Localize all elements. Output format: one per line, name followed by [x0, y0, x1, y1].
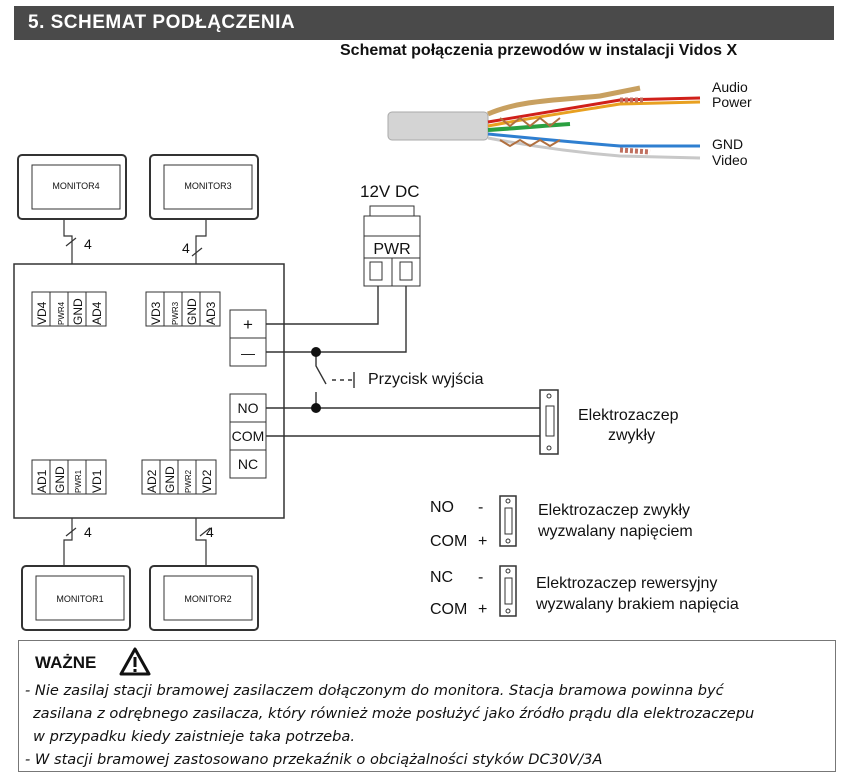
wire-count-monitor-2: 4 [206, 524, 214, 540]
power-supply-connector [363, 205, 421, 287]
lock-reverse-t2: COM [430, 601, 467, 618]
lock-main-icon [539, 389, 559, 455]
terminal-pwr4: PWR4 [57, 301, 66, 325]
monitor-3-label: MONITOR3 [184, 181, 231, 191]
terminal-pwr1: PWR1 [74, 469, 83, 493]
terminal-pwr2: PWR2 [184, 469, 193, 493]
lock-normal-t1: NO [430, 499, 454, 516]
monitor-2: MONITOR2 [149, 565, 259, 631]
terminal-no: NO [238, 400, 259, 416]
lock-reverse-icon [499, 565, 517, 617]
terminal-vd1: VD1 [90, 469, 104, 493]
warning-text: - Nie zasilaj stacji bramowej zasilaczem… [25, 679, 825, 771]
junction-no [311, 403, 321, 413]
section-header: 5. SCHEMAT PODŁĄCZENIA [14, 6, 834, 40]
terminal-minus-box [229, 337, 267, 367]
wiring-diagram: Audio Power GND Video MONITOR4 MONITOR3 … [13, 79, 752, 631]
monitor-4: MONITOR4 [17, 154, 127, 220]
lock-reverse-line2: wyzwalany brakiem napięcia [535, 596, 739, 613]
warning-icon [119, 647, 151, 676]
cable-label-gnd: GND [712, 136, 743, 152]
power-supply-label: PWR [373, 241, 410, 258]
terminal-group-2: AD2 GND PWR2 VD2 [141, 459, 217, 495]
terminal-ad2: AD2 [145, 469, 159, 493]
lock-normal-s2: + [478, 533, 487, 550]
terminal-vd3: VD3 [149, 301, 163, 325]
main-wires [266, 286, 540, 437]
terminal-nc-box [229, 449, 267, 479]
lock-reverse-line1: Elektrozaczep rewersyjny [536, 575, 717, 592]
section-title: 5. SCHEMAT PODŁĄCZENIA [28, 12, 296, 33]
warning-line-2: zasilana z odrębnego zasilacza, który ró… [33, 705, 755, 722]
diagram-title: Schemat połączenia przewodów w instalacj… [340, 42, 738, 59]
terminal-group-1: AD1 GND PWR1 VD1 [31, 459, 107, 495]
monitor-1: MONITOR1 [21, 565, 131, 631]
wire-count-monitor-3: 4 [182, 240, 190, 256]
terminal-nc: NC [238, 456, 258, 472]
cable-illustration [387, 85, 701, 160]
lock-main-line2: zwykły [608, 427, 655, 444]
monitor-4-label: MONITOR4 [52, 181, 99, 191]
terminal-gnd-2: GND [163, 466, 177, 493]
terminal-vd4: VD4 [35, 301, 49, 325]
terminal-ad3: AD3 [204, 301, 218, 325]
terminal-plus: + [243, 315, 253, 334]
terminal-group-3: VD3 PWR3 GND AD3 [145, 291, 221, 327]
lock-normal-line2: wyzwalany napięciem [537, 523, 693, 540]
terminal-gnd-3: GND [185, 298, 199, 325]
terminal-no-box [229, 393, 267, 423]
warning-line-3: w przypadku kiedy zaistnieje taka potrze… [33, 728, 356, 745]
power-supply-title: 12V DC [360, 182, 420, 201]
lock-reverse-s2: + [478, 601, 487, 618]
terminal-vd2: VD2 [200, 469, 214, 493]
terminal-ad1: AD1 [35, 469, 49, 493]
cable-label-power: Power [712, 94, 752, 110]
monitor-2-label: MONITOR2 [184, 594, 231, 604]
warning-line-1: - Nie zasilaj stacji bramowej zasilaczem… [25, 682, 724, 699]
terminal-group-4: VD4 PWR4 GND AD4 [31, 291, 107, 327]
lock-normal-t2: COM [430, 533, 467, 550]
wire-count-monitor-1: 4 [84, 524, 92, 540]
monitor-3: MONITOR3 [149, 154, 259, 220]
terminal-gnd-1: GND [53, 466, 67, 493]
cable-label-video: Video [712, 152, 748, 168]
lock-reverse-s1: - [478, 569, 483, 586]
monitor-1-label: MONITOR1 [56, 594, 103, 604]
terminal-ad4: AD4 [90, 301, 104, 325]
lock-main-line1: Elektrozaczep [578, 407, 679, 424]
terminal-pwr3: PWR3 [171, 301, 180, 325]
terminal-plus-box [229, 309, 267, 339]
junction-minus [311, 347, 321, 357]
monitor-wires [63, 219, 211, 566]
lock-normal-icon [499, 495, 517, 547]
wire-count-monitor-4: 4 [84, 236, 92, 252]
cable-label-audio: Audio [712, 79, 748, 95]
warning-box: WAŻNE - Nie zasilaj stacji bramowej zasi… [18, 640, 836, 772]
lock-normal-line1: Elektrozaczep zwykły [538, 502, 690, 519]
warning-line-4: - W stacji bramowej zastosowano przekaźn… [25, 751, 603, 768]
exit-button-label: Przycisk wyjścia [368, 371, 484, 388]
terminal-minus: — [241, 345, 255, 361]
terminal-gnd-4: GND [71, 298, 85, 325]
warning-title: WAŻNE [35, 653, 97, 672]
terminal-com: COM [232, 428, 265, 444]
lock-reverse-t1: NC [430, 569, 453, 586]
lock-normal-s1: - [478, 499, 483, 516]
